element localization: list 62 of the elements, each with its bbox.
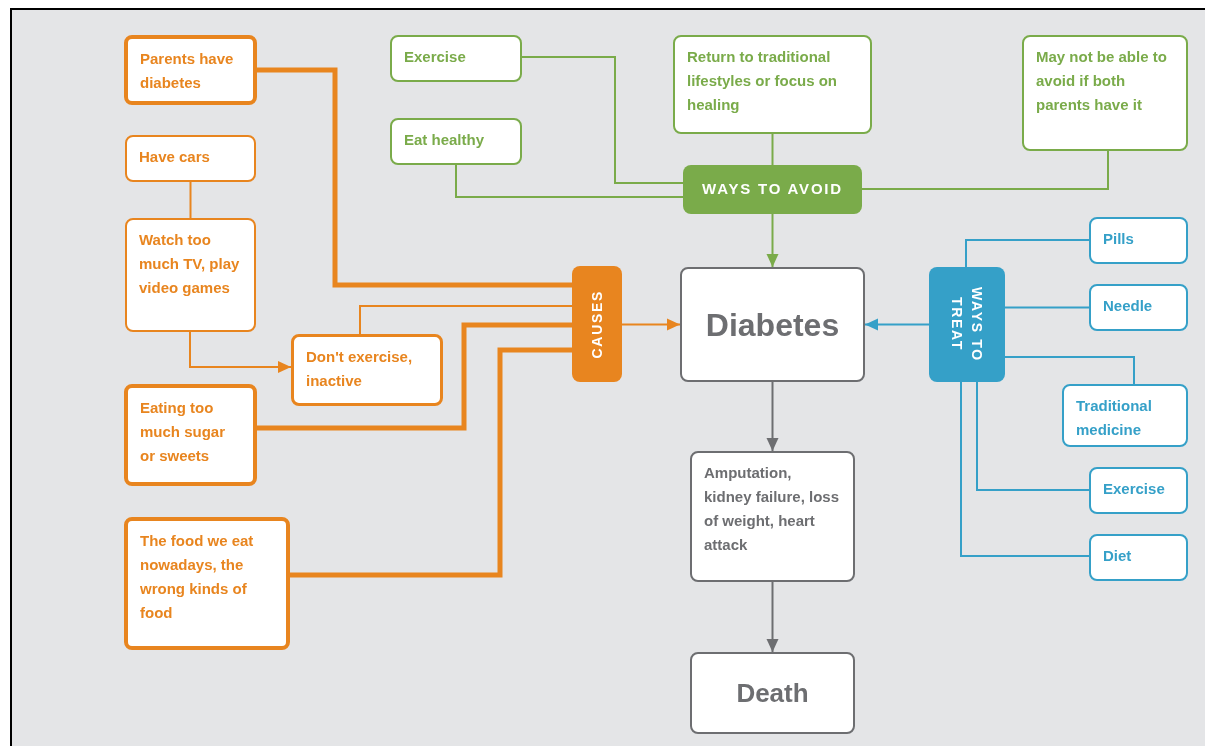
category-box — [929, 267, 1005, 382]
connector-line — [965, 239, 1090, 268]
arrow — [766, 213, 779, 268]
connector-line — [290, 347, 572, 578]
category-box — [683, 165, 862, 214]
connector-line — [1004, 306, 1090, 309]
box-text: Amputation, kidney failure, loss of weight, heart attack — [704, 463, 841, 555]
arrow — [766, 381, 779, 452]
process-box — [1089, 534, 1188, 581]
connector-line — [976, 381, 1090, 491]
process-box — [1062, 384, 1188, 447]
connector-line — [861, 150, 1109, 190]
box-text: The food we eat nowadays, the wrong kinds of food — [140, 531, 255, 623]
connector-line — [1004, 356, 1135, 385]
process-box — [125, 218, 256, 332]
process-box — [690, 451, 855, 582]
box-text: Exercise — [1103, 479, 1165, 499]
connector-line — [257, 67, 572, 288]
process-box — [690, 652, 855, 734]
box-text: Return to traditional lifestyles or focus on healing — [687, 47, 839, 115]
box-text: CAUSES — [587, 289, 606, 359]
box-text: May not be able to avoid if both parents have it — [1036, 47, 1168, 115]
connector-line — [960, 381, 1090, 557]
process-box — [680, 267, 865, 382]
process-box — [125, 135, 256, 182]
arrow — [766, 581, 779, 653]
box-text: WAYS TO TREAT — [948, 286, 986, 364]
process-box — [291, 334, 443, 406]
process-box — [124, 384, 257, 486]
process-box — [124, 517, 290, 650]
box-text: Diabetes — [705, 305, 840, 345]
connector-line — [455, 164, 684, 198]
box-text: Eating too much sugar or sweets — [140, 398, 227, 466]
arrow — [864, 318, 930, 331]
box-text: Traditional medicine — [1076, 396, 1153, 440]
process-box — [124, 35, 257, 105]
box-text: Death — [736, 676, 809, 710]
box-text: Pills — [1103, 229, 1134, 249]
process-box — [673, 35, 872, 134]
connector-line — [521, 56, 684, 184]
process-box — [1022, 35, 1188, 151]
box-text: Exercise — [404, 47, 466, 67]
box-text: Parents have diabetes — [140, 49, 235, 93]
process-box — [1089, 284, 1188, 331]
box-text: WAYS TO AVOID — [702, 179, 843, 200]
connector-line — [359, 305, 573, 335]
arrow — [621, 318, 681, 331]
box-text: Don't exercise, inactive — [306, 347, 414, 391]
process-box — [390, 118, 522, 165]
category-box — [572, 266, 622, 382]
process-box — [1089, 467, 1188, 514]
box-text: Have cars — [139, 147, 210, 167]
connector-line — [771, 133, 774, 166]
box-text: Watch too much TV, play video games — [139, 230, 241, 298]
connector-line — [257, 322, 572, 431]
box-text: Needle — [1103, 296, 1153, 316]
box-text: Eat healthy — [404, 130, 485, 150]
process-box — [1089, 217, 1188, 264]
process-box — [390, 35, 522, 82]
connector-line — [189, 181, 192, 219]
arrow — [189, 331, 292, 373]
box-text: Diet — [1103, 546, 1132, 566]
